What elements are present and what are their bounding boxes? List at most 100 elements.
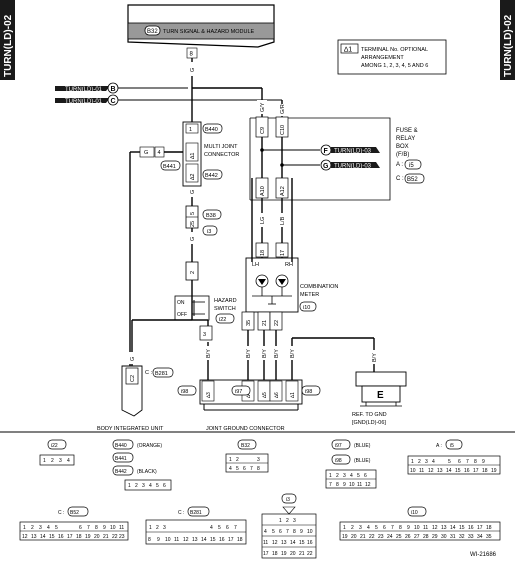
svg-text:METER: METER	[300, 292, 319, 298]
svg-text:A12: A12	[280, 186, 286, 196]
svg-text:35: 35	[246, 320, 252, 326]
svg-text:21: 21	[262, 320, 268, 326]
svg-text:G: G	[190, 190, 196, 194]
svg-text:2: 2	[336, 473, 339, 479]
svg-text:17: 17	[477, 525, 483, 531]
svg-text:31: 31	[450, 534, 456, 540]
svg-text:B281: B281	[155, 371, 168, 377]
svg-text:[GND(LD)-06]: [GND(LD)-06]	[352, 420, 386, 426]
svg-text:10: 10	[307, 529, 313, 535]
svg-text:G/R: G/R	[280, 104, 286, 114]
svg-text:i98: i98	[335, 458, 342, 464]
svg-text:∆4: ∆4	[246, 392, 252, 398]
svg-text:(F/B): (F/B)	[396, 152, 409, 158]
svg-text:C2: C2	[130, 375, 136, 382]
svg-text:ON: ON	[177, 300, 185, 306]
svg-text:8: 8	[148, 537, 151, 543]
svg-text:5: 5	[357, 473, 360, 479]
svg-text:16: 16	[307, 540, 313, 546]
svg-text:11: 11	[357, 482, 362, 488]
svg-text:1: 1	[43, 458, 46, 464]
svg-text:B442: B442	[205, 173, 218, 179]
body-integrated-unit: C2 C : B281 BODY INTEGRATED UNIT	[97, 365, 174, 432]
svg-text:23: 23	[119, 534, 125, 540]
svg-text:18: 18	[260, 250, 266, 256]
svg-text:1: 1	[343, 525, 346, 531]
svg-text:8: 8	[474, 459, 477, 465]
svg-text:15: 15	[49, 534, 55, 540]
svg-text:9: 9	[157, 537, 160, 543]
svg-text:SWITCH: SWITCH	[214, 306, 236, 312]
svg-text:6: 6	[364, 473, 367, 479]
svg-text:7: 7	[391, 525, 394, 531]
svg-text:LH: LH	[252, 262, 259, 268]
svg-text:3: 3	[257, 457, 260, 463]
svg-text:B52: B52	[407, 177, 418, 183]
svg-text:LG: LG	[260, 217, 266, 224]
svg-text:14: 14	[290, 540, 296, 546]
svg-text:G: G	[144, 150, 148, 156]
svg-text:B/Y: B/Y	[290, 349, 296, 358]
svg-text:17: 17	[67, 534, 73, 540]
svg-text:16: 16	[468, 525, 474, 531]
wire-color-labels: G G/Y G/R LG L/B G G G G B/Y B/Y B/Y B/Y…	[127, 62, 379, 364]
svg-text:32: 32	[459, 534, 465, 540]
svg-text:1: 1	[329, 473, 332, 479]
svg-text:A10: A10	[260, 186, 266, 196]
svg-text:i98: i98	[181, 389, 188, 395]
svg-text:∆3: ∆3	[206, 392, 212, 398]
svg-text:1: 1	[411, 459, 414, 465]
svg-text:4: 4	[67, 458, 70, 464]
terminal-note: ∆1 TERMINAL No. OPTIONAL ARRANGEMENT AMO…	[337, 39, 447, 75]
svg-text:5: 5	[190, 212, 196, 215]
note-mark: ∆1	[344, 47, 352, 54]
svg-text:i22: i22	[219, 317, 226, 323]
combination-meter: 18 17 LH RH COMBINATION METER i10 35 21 …	[241, 242, 338, 331]
svg-text:G: G	[190, 237, 196, 241]
svg-text:13: 13	[192, 537, 198, 543]
svg-text:18: 18	[486, 525, 492, 531]
svg-text:18: 18	[76, 534, 82, 540]
svg-text:11: 11	[174, 537, 179, 543]
svg-text:18: 18	[237, 537, 243, 543]
svg-text:10: 10	[414, 525, 420, 531]
svg-text:7: 7	[87, 525, 90, 531]
svg-text:16: 16	[58, 534, 64, 540]
svg-text:C :: C :	[58, 510, 64, 516]
svg-text:26: 26	[405, 534, 411, 540]
turn-signal-module: B32 TURN SIGNAL & HAZARD MODULE 8	[127, 4, 275, 59]
note-line-2: ARRANGEMENT	[361, 55, 404, 61]
svg-text:8: 8	[257, 466, 260, 472]
svg-text:28: 28	[423, 534, 429, 540]
svg-text:5: 5	[156, 483, 159, 489]
svg-text:i10: i10	[303, 305, 310, 311]
connector-b38: 5 25 B38 i3	[185, 205, 222, 236]
svg-text:4: 4	[158, 150, 161, 156]
svg-text:1: 1	[229, 457, 232, 463]
svg-text:2: 2	[418, 459, 421, 465]
svg-text:22: 22	[112, 534, 118, 540]
svg-text:8: 8	[336, 482, 339, 488]
svg-text:3: 3	[203, 332, 206, 338]
svg-text:3: 3	[425, 459, 428, 465]
svg-text:12: 12	[272, 540, 278, 546]
svg-text:18: 18	[482, 468, 488, 474]
svg-text:14: 14	[40, 534, 46, 540]
svg-text:4: 4	[229, 466, 232, 472]
svg-text:2: 2	[236, 457, 239, 463]
svg-text:14: 14	[446, 468, 452, 474]
svg-text:C :: C :	[396, 176, 404, 182]
svg-text:∆1: ∆1	[190, 153, 196, 159]
svg-text:B: B	[111, 86, 116, 93]
svg-text:i97: i97	[235, 389, 242, 395]
svg-text:MULTI JOINT: MULTI JOINT	[204, 144, 238, 150]
svg-text:12: 12	[365, 482, 371, 488]
svg-text:24: 24	[387, 534, 393, 540]
side-label-left: TURN(LD)-02	[3, 14, 14, 77]
svg-text:3: 3	[142, 483, 145, 489]
svg-text:C10: C10	[280, 125, 286, 135]
svg-text:1: 1	[279, 518, 282, 524]
svg-text:6: 6	[243, 466, 246, 472]
svg-text:3: 3	[163, 525, 166, 531]
svg-text:12: 12	[428, 468, 434, 474]
